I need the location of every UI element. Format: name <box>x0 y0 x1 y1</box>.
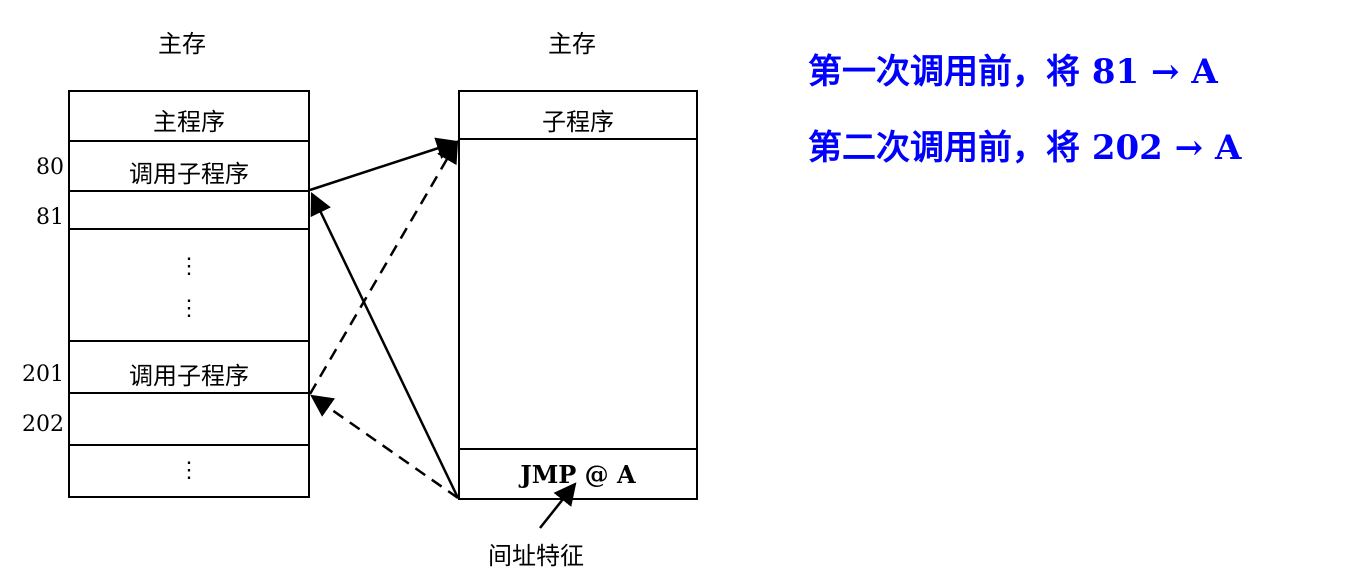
address-80: 80 <box>36 155 64 180</box>
subroutine-label: 子程序 <box>542 108 614 136</box>
address-202: 202 <box>22 412 64 437</box>
arrow-jmp-return-202 <box>310 394 459 500</box>
right-memory-title: 主存 <box>548 30 596 58</box>
address-81: 81 <box>36 205 64 230</box>
row-main-program: 主程序 <box>70 92 308 142</box>
main-program-label: 主程序 <box>153 108 225 136</box>
arrow-jmp-return-81 <box>310 191 460 499</box>
row-202 <box>70 394 308 446</box>
row-subroutine-body <box>460 140 696 450</box>
row-201: 调用子程序 <box>70 342 308 394</box>
ellipsis-2: ⋮ <box>178 458 200 483</box>
call-subroutine-label-2: 调用子程序 <box>129 362 249 390</box>
address-201: 201 <box>22 362 64 387</box>
left-memory-block: 主程序 调用子程序 ⋮ ⋮ 调用子程序 ⋮ <box>68 90 310 498</box>
annotation-pointer <box>539 482 577 529</box>
row-jmp: JMP @ A <box>460 450 696 498</box>
row-subroutine: 子程序 <box>460 92 696 140</box>
note-first-call: 第一次调用前，将 81 → A <box>808 52 1218 92</box>
row-81 <box>70 192 308 230</box>
row-gap-1: ⋮ ⋮ <box>70 230 308 342</box>
arrow-call1-to-sub <box>309 137 460 192</box>
ellipsis-1a: ⋮ <box>178 254 200 279</box>
row-gap-2: ⋮ <box>70 446 308 496</box>
call-subroutine-label-1: 调用子程序 <box>129 160 249 188</box>
note-second-call: 第二次调用前，将 202 → A <box>808 128 1242 168</box>
right-memory-block: 子程序 JMP @ A <box>458 90 698 500</box>
arrow-call2-to-sub <box>308 140 459 395</box>
indirect-address-annotation: 间址特征 <box>488 542 584 570</box>
ellipsis-1b: ⋮ <box>178 296 200 321</box>
row-80: 调用子程序 <box>70 142 308 192</box>
jmp-instruction-label: JMP @ A <box>520 460 636 489</box>
left-memory-title: 主存 <box>158 30 206 58</box>
